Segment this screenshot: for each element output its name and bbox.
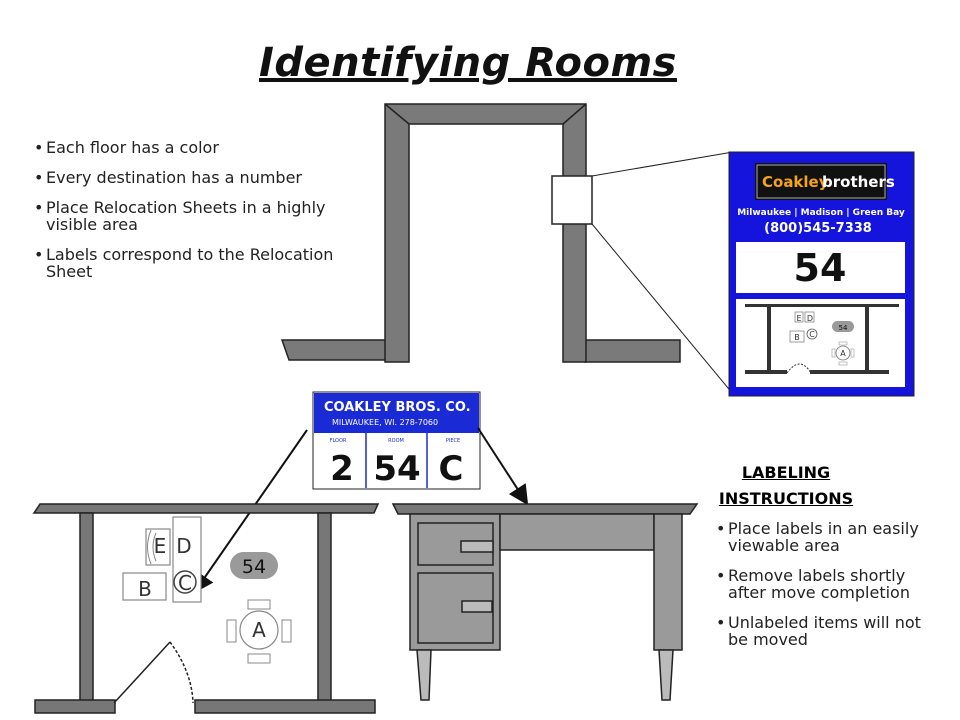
doorway-illustration: [280, 103, 734, 395]
info-bullet: Each floor has a color: [34, 139, 334, 156]
info-bullet: Place Relocation Sheets in a highly visi…: [34, 199, 334, 233]
label-company: COAKLEY BROS. CO.: [324, 400, 471, 415]
instructions-heading: LABELING INSTRUCTIONS: [676, 460, 896, 512]
instruction-item: Unlabeled items will not be moved: [716, 614, 941, 648]
info-bullet-list: Each floor has a color Every destination…: [34, 139, 334, 293]
mini-label-room: 54: [839, 324, 848, 332]
brand-left: Coakley: [762, 173, 829, 191]
plan-label-a: A: [252, 618, 266, 642]
sheet-cities: Milwaukee | Madison | Green Bay: [737, 208, 905, 218]
mini-label-e: E: [796, 314, 801, 323]
labeling-instructions: LABELING INSTRUCTIONS Place labels in an…: [716, 460, 941, 661]
label-piece-value: C: [439, 449, 464, 489]
sheet-mini-floorplan: E D B C 54 A: [745, 304, 899, 374]
mini-label-a: A: [840, 349, 846, 358]
label-room-value: 54: [373, 449, 420, 489]
label-col-floor: FLOOR: [330, 438, 347, 444]
label-col-room: ROOM: [388, 438, 404, 444]
info-bullet: Every destination has a number: [34, 169, 334, 186]
mini-label-c: C: [809, 330, 815, 339]
brand-right: brothers: [822, 173, 895, 191]
floor-plan: E D B C 54 A: [32, 503, 380, 714]
plan-label-d: D: [176, 534, 191, 558]
sheet-room-number: 54: [794, 246, 847, 290]
arrow-to-desk: [477, 427, 529, 506]
mini-label-d: D: [807, 314, 813, 323]
instructions-heading-line1: LABELING: [741, 463, 831, 482]
plan-label-c: C: [178, 571, 192, 595]
sheet-phone: (800)545-7338: [764, 221, 872, 236]
relocation-sheet: Coakley brothers Milwaukee | Madison | G…: [728, 151, 915, 397]
instructions-list: Place labels in an easily viewable area …: [716, 520, 941, 648]
posted-sheet: [551, 175, 593, 225]
instructions-heading-line2: INSTRUCTIONS: [718, 489, 854, 508]
instruction-item: Place labels in an easily viewable area: [716, 520, 941, 554]
plan-label-room: 54: [242, 556, 266, 578]
instruction-item: Remove labels shortly after move complet…: [716, 567, 941, 601]
plan-label-e: E: [154, 534, 167, 558]
info-bullet: Labels correspond to the Relocation Shee…: [34, 246, 334, 280]
mini-label-b: B: [794, 333, 800, 342]
label-floor-value: 2: [330, 449, 354, 489]
label-card: COAKLEY BROS. CO. MILWAUKEE, WI. 278-706…: [312, 391, 481, 490]
plan-label-b: B: [138, 577, 152, 601]
label-col-piece: PIECE: [446, 438, 460, 444]
page-title: Identifying Rooms: [259, 40, 677, 86]
label-address: MILWAUKEE, WI. 278-7060: [332, 418, 438, 427]
desk-illustration: [391, 503, 699, 701]
brand-logo: [755, 163, 887, 200]
